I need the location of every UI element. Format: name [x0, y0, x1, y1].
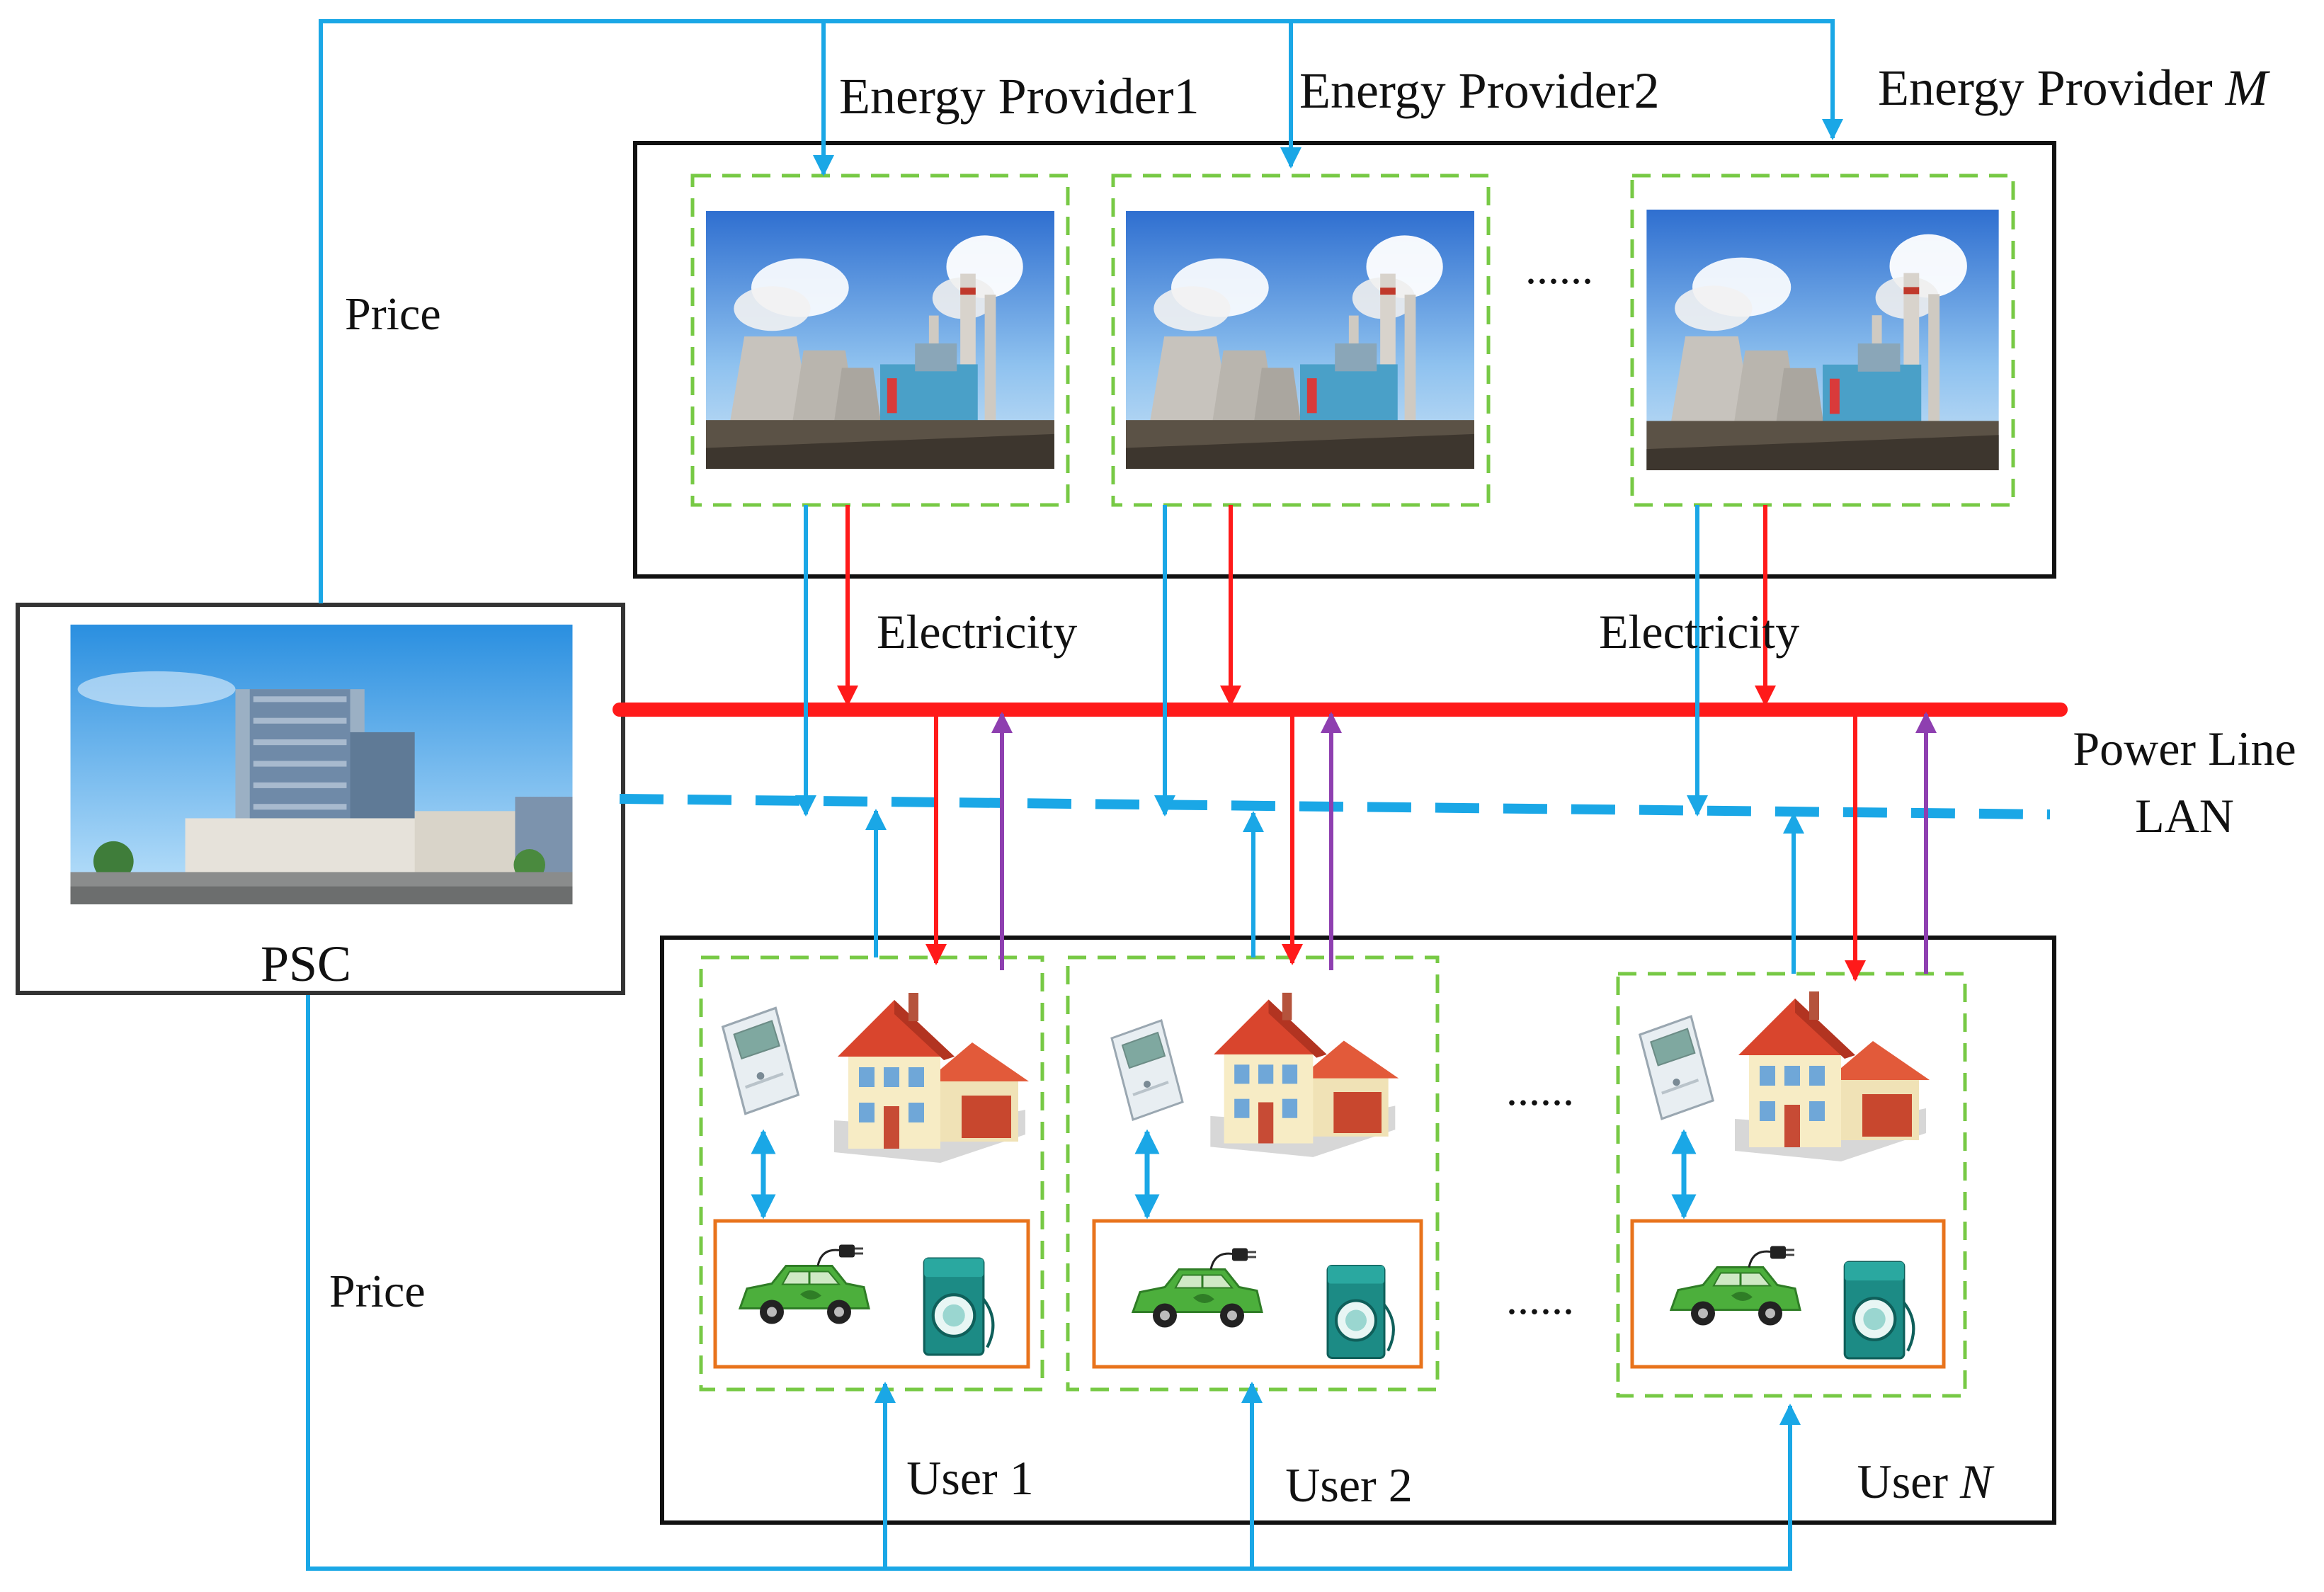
lan-label: LAN [2135, 789, 2234, 843]
ellipsis-users-top: ...... [1506, 1064, 1574, 1115]
price-loop-top [319, 19, 1843, 603]
user-2-label: User 2 [1285, 1458, 1412, 1512]
electric-car-icon [739, 1243, 870, 1326]
power-plant-image-m [1646, 210, 1999, 470]
house-icon [1735, 991, 1930, 1161]
electricity-label-left: Electricity [877, 605, 1077, 659]
smart-meter-icon [1110, 1019, 1184, 1121]
price-label-top: Price [345, 288, 441, 340]
user-2-devices-box [1092, 1219, 1423, 1369]
psc-label: PSC [261, 936, 351, 992]
provider-2-label: Energy Provider2 [1299, 62, 1660, 119]
washing-machine-icon [924, 1258, 993, 1355]
user-n-box [1616, 972, 1967, 1398]
washing-machine-icon [1328, 1266, 1394, 1358]
ellipsis-providers: ...... [1525, 243, 1593, 293]
power-plant-image-1 [706, 210, 1054, 470]
provider-2-box [1111, 174, 1491, 507]
provider-1-label: Energy Provider1 [839, 68, 1200, 125]
electric-car-icon [1670, 1244, 1801, 1327]
ellipsis-users-bottom: ...... [1506, 1273, 1574, 1324]
provider-m-box [1630, 174, 2015, 507]
provider-m-label: Energy Provider M [1878, 59, 2271, 116]
house-icon [1210, 992, 1399, 1157]
price-loop-bottom [306, 995, 1801, 1571]
providers-frame [633, 141, 2056, 579]
electricity-label-right: Electricity [1599, 605, 1799, 659]
house-icon [834, 993, 1029, 1163]
user-n-label: User N [1857, 1455, 1995, 1508]
users-frame [660, 936, 2056, 1525]
user-1-devices-box [713, 1219, 1030, 1369]
user-n-devices-box [1630, 1219, 1946, 1369]
smart-meter-icon [723, 1008, 799, 1113]
provider-1-box [690, 174, 1070, 507]
lan-line [619, 794, 2051, 819]
price-label-bottom: Price [329, 1266, 426, 1317]
smart-meter-icon [1640, 1016, 1713, 1119]
washing-machine-icon [1845, 1262, 1913, 1358]
power-line-label: Power Line [2073, 722, 2296, 775]
psc-building-image [70, 625, 573, 904]
electric-car-icon [1132, 1246, 1263, 1329]
user-1-label: User 1 [906, 1451, 1033, 1505]
power-plant-image-2 [1126, 210, 1474, 470]
